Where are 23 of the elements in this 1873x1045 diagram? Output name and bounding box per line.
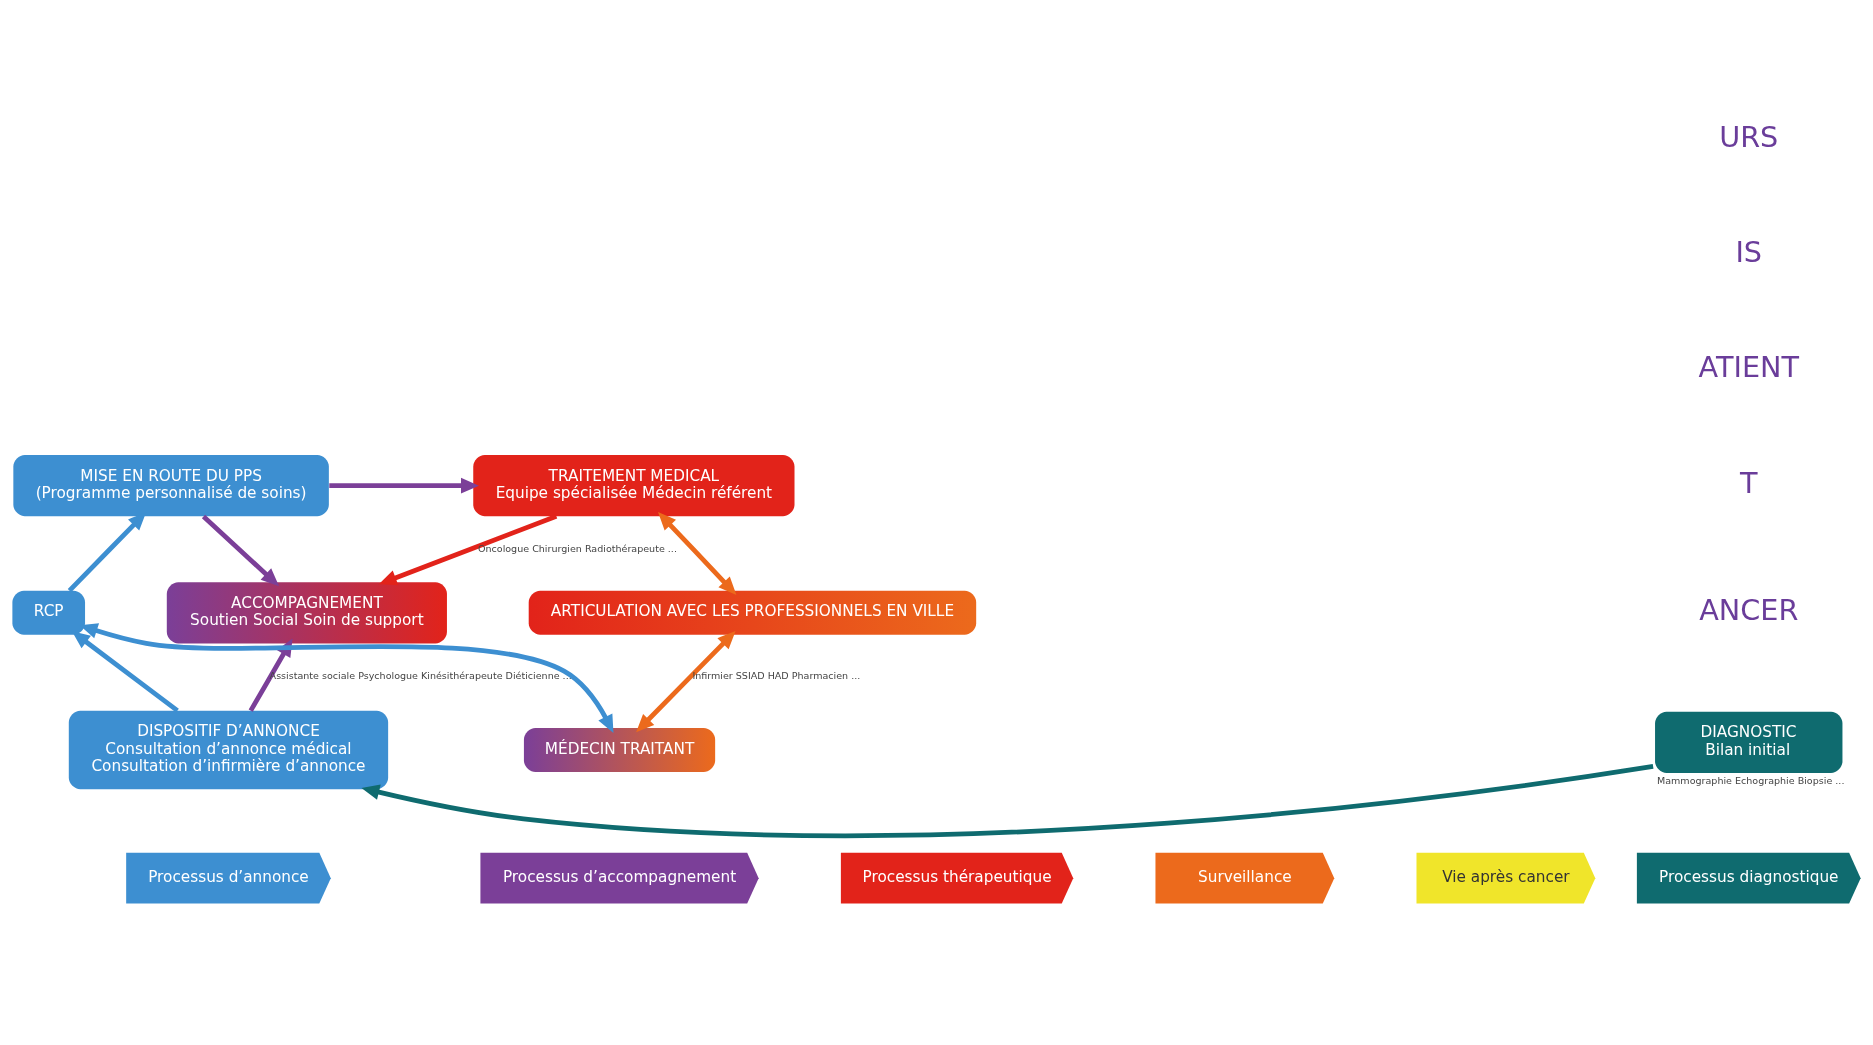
edge-label: Infirmier SSIAD HAD Pharmacien ... [692,669,861,681]
node-box: ACCOMPAGNEMENT Soutien Social Soin de support [166,582,447,644]
arrow [71,631,179,713]
node-box: RCP [12,590,86,635]
node-label: Mammographie Echographie Biopsie ... [1656,775,1845,787]
label: URS [1719,120,1779,155]
node-box: DISPOSITIF D’ANNONCE Consultation d’annonce médical Consultation d’infirmière d’annonce [68,710,389,790]
node-box: TRAITEMENT MEDICAL Equipe spécialisée Médecin référent [473,455,795,517]
label: ANCER [1699,592,1799,627]
arrow [636,630,736,733]
node-box: DIAGNOSTIC Bilan initial [1655,711,1843,773]
arrow [329,477,479,494]
arrow [361,764,1654,839]
edge-label: Oncologue Chirurgien Radiothérapeute ... [477,542,677,554]
node-box: ARTICULATION AVEC LES PROFESSIONNELS EN VILLE [528,590,977,635]
arrow [658,512,737,595]
arrow [378,514,558,586]
arrow [201,514,280,587]
label: ATIENT [1698,349,1799,384]
label: T [1739,465,1758,500]
label: IS [1735,234,1763,269]
node-box: MÉDECIN TRAITANT [523,728,716,772]
node-box: MISE EN ROUTE DU PPS (Programme personnalisé de soins) [13,455,329,517]
